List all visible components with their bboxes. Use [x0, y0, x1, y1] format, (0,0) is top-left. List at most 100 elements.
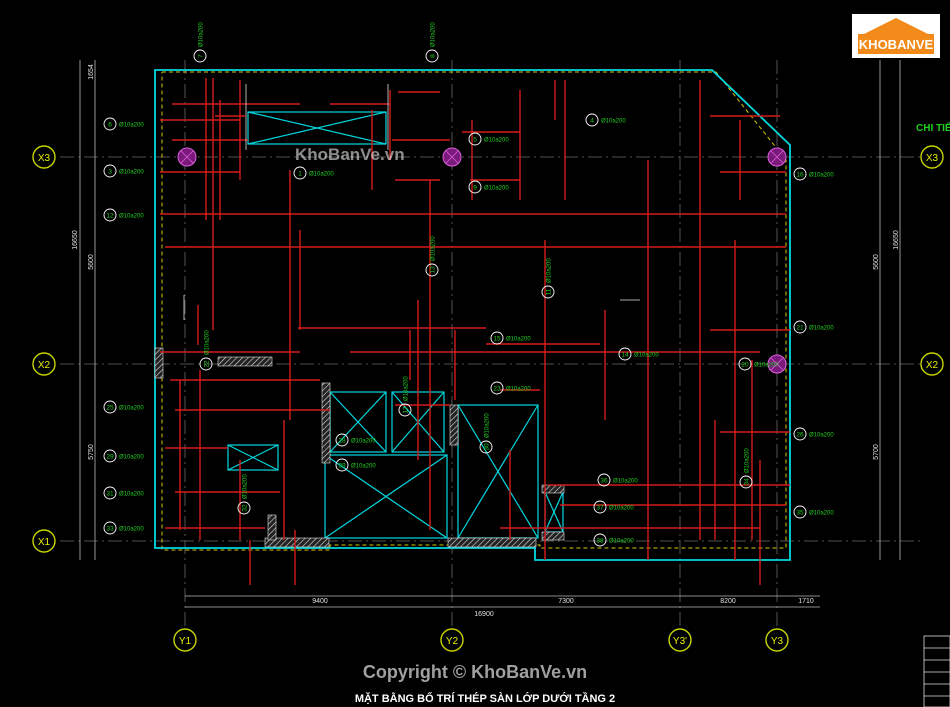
rebar-tag-circle — [103, 486, 117, 500]
rebar-tag-circle — [490, 331, 504, 345]
grid-label-x1-left: X1 — [38, 537, 51, 548]
rebar-tag-spec: Ø10a200 — [431, 22, 437, 47]
hatched-walls — [154, 347, 565, 548]
rebar-tag-spec: Ø10a200 — [119, 123, 144, 129]
rebar-tag: 1 Ø10a200 — [293, 166, 334, 180]
grid-lines — [60, 60, 920, 630]
rebar-tag-number: 37 — [596, 505, 604, 512]
rebar-tag-spec: Ø10a200 — [506, 337, 531, 343]
dim-bottom-2: 7300 — [558, 598, 574, 605]
dim-right-total: 16650 — [893, 230, 900, 250]
rebar-tag-spec: Ø10a200 — [243, 474, 249, 499]
dim-bottom-3: 8200 — [720, 598, 736, 605]
rebar-tag-circle — [103, 449, 117, 463]
dimension-text: 9400 7300 8200 1710 16900 5600 5750 1665… — [72, 64, 900, 618]
rebar-tag-spec: Ø10a200 — [613, 479, 638, 485]
rebar-tag-number: 5 — [473, 137, 477, 144]
rebar-tag-spec: Ø10a200 — [609, 539, 634, 545]
dim-bottom-4: 1710 — [798, 598, 814, 605]
rebar-tag-number: 21 — [796, 325, 804, 332]
rebar-tag-spec: Ø10a200 — [119, 406, 144, 412]
rebar-tag-circle — [293, 166, 307, 180]
grid-label-y3prime: Y3' — [673, 636, 687, 647]
copyright-text: Copyright © KhoBanVe.vn — [363, 662, 587, 682]
rebar-tag-number: 25 — [106, 405, 114, 412]
rebar-tag: 38 Ø10a200 — [593, 533, 634, 547]
rebar-tag-number: 13 — [430, 266, 437, 274]
columns — [177, 147, 787, 374]
rebar-tag-number: 29 — [106, 454, 114, 461]
rebar-tag-circle — [593, 500, 607, 514]
rebar-tag-number: 3 — [108, 169, 112, 176]
rebar-tag-spec: Ø10a200 — [634, 353, 659, 359]
grid-bubble-labels: X3 X3 X2 X2 X1 Y1 Y2 Y3' Y3 — [38, 153, 939, 647]
grid-label-x2-left: X2 — [38, 360, 51, 371]
slab-outline — [154, 69, 791, 561]
rebar-tag-spec: Ø10a200 — [205, 330, 211, 355]
rebar-tag-circle — [738, 357, 752, 371]
rebar-tag-spec: Ø10a200 — [809, 173, 834, 179]
rebar-tag-number: 26 — [796, 432, 804, 439]
rebar-tag-circle — [593, 533, 607, 547]
rebar-tag-circle — [597, 473, 611, 487]
rebar-tag-circle — [103, 208, 117, 222]
rebar-tag-circle — [425, 263, 439, 277]
rebar-tag-number: 38 — [596, 538, 604, 545]
rebar-tag-number: 36 — [600, 478, 608, 485]
rebar-tag-number: 17 — [403, 406, 410, 414]
rebar-tag: 14 Ø10a200 — [618, 347, 659, 361]
rebar-tag: 25 Ø10a200 — [103, 400, 144, 414]
legend-box — [923, 635, 950, 707]
rebar-tag-number: 1 — [298, 171, 302, 178]
rebar-tag-circle — [793, 167, 807, 181]
rebar-tag-number: 14 — [621, 352, 629, 359]
rebar-tag-number: 35 — [796, 510, 804, 517]
rebar-tag-spec: Ø10a200 — [404, 376, 410, 401]
rebar-tag-circle — [618, 347, 632, 361]
rebar-tag-spec: Ø10a200 — [431, 236, 437, 261]
rebar-tag-spec: Ø10a200 — [351, 439, 376, 445]
rebar-tag-number: 20 — [741, 362, 749, 369]
dim-bottom-total: 16900 — [474, 611, 494, 618]
grid-label-y3: Y3 — [771, 636, 784, 647]
rebar-tag-spec: Ø10a200 — [809, 511, 834, 517]
rebar-tag-spec: Ø10a200 — [309, 172, 334, 178]
rebar-tag-spec: Ø10a200 — [484, 138, 509, 144]
rebar-tag-spec: Ø10a200 — [745, 448, 751, 473]
rebar-tag-spec: Ø10a200 — [119, 214, 144, 220]
rebar-tag: 32 Ø10a200 — [237, 474, 251, 515]
rebar-tag-number: 32 — [242, 504, 249, 512]
side-label: CHI TIẾ — [916, 121, 950, 134]
rebar-tag-spec: Ø10a200 — [609, 506, 634, 512]
drawing-title: MẶT BẰNG BỐ TRÍ THÉP SÀN LỚP DƯỚI TẦNG 2 — [355, 691, 615, 705]
rebar-tag-number: 33 — [106, 526, 114, 533]
rebar-tag: 6 Ø10a200 — [103, 117, 144, 131]
rebar-tag-number: 7 — [198, 54, 205, 58]
rebar-tag-circle — [585, 113, 599, 127]
rebar-tag-circle — [335, 458, 349, 472]
rebar-tag: 13 Ø10a200 — [425, 236, 439, 277]
rebar-tag-circle — [793, 427, 807, 441]
rebar-tag-number: 34 — [744, 478, 751, 486]
rebar-tag-spec: Ø10a200 — [119, 527, 144, 533]
rebar-tag-circle — [479, 440, 493, 454]
rebar-tag: 34 Ø10a200 — [739, 448, 753, 489]
grid-label-x3-left: X3 — [38, 153, 51, 164]
rebar-tag: 5 Ø10a200 — [468, 132, 509, 146]
rebar-tag-number: 6 — [108, 122, 112, 129]
rebar-tag-number: 23 — [493, 386, 501, 393]
khobanve-logo: KHOBANVE — [852, 14, 940, 58]
rebar-tag-circle — [793, 320, 807, 334]
dim-top-small: 1654 — [88, 64, 95, 80]
dim-right-1: 5600 — [873, 254, 880, 270]
rebar-tag-number: 16 — [796, 172, 804, 179]
